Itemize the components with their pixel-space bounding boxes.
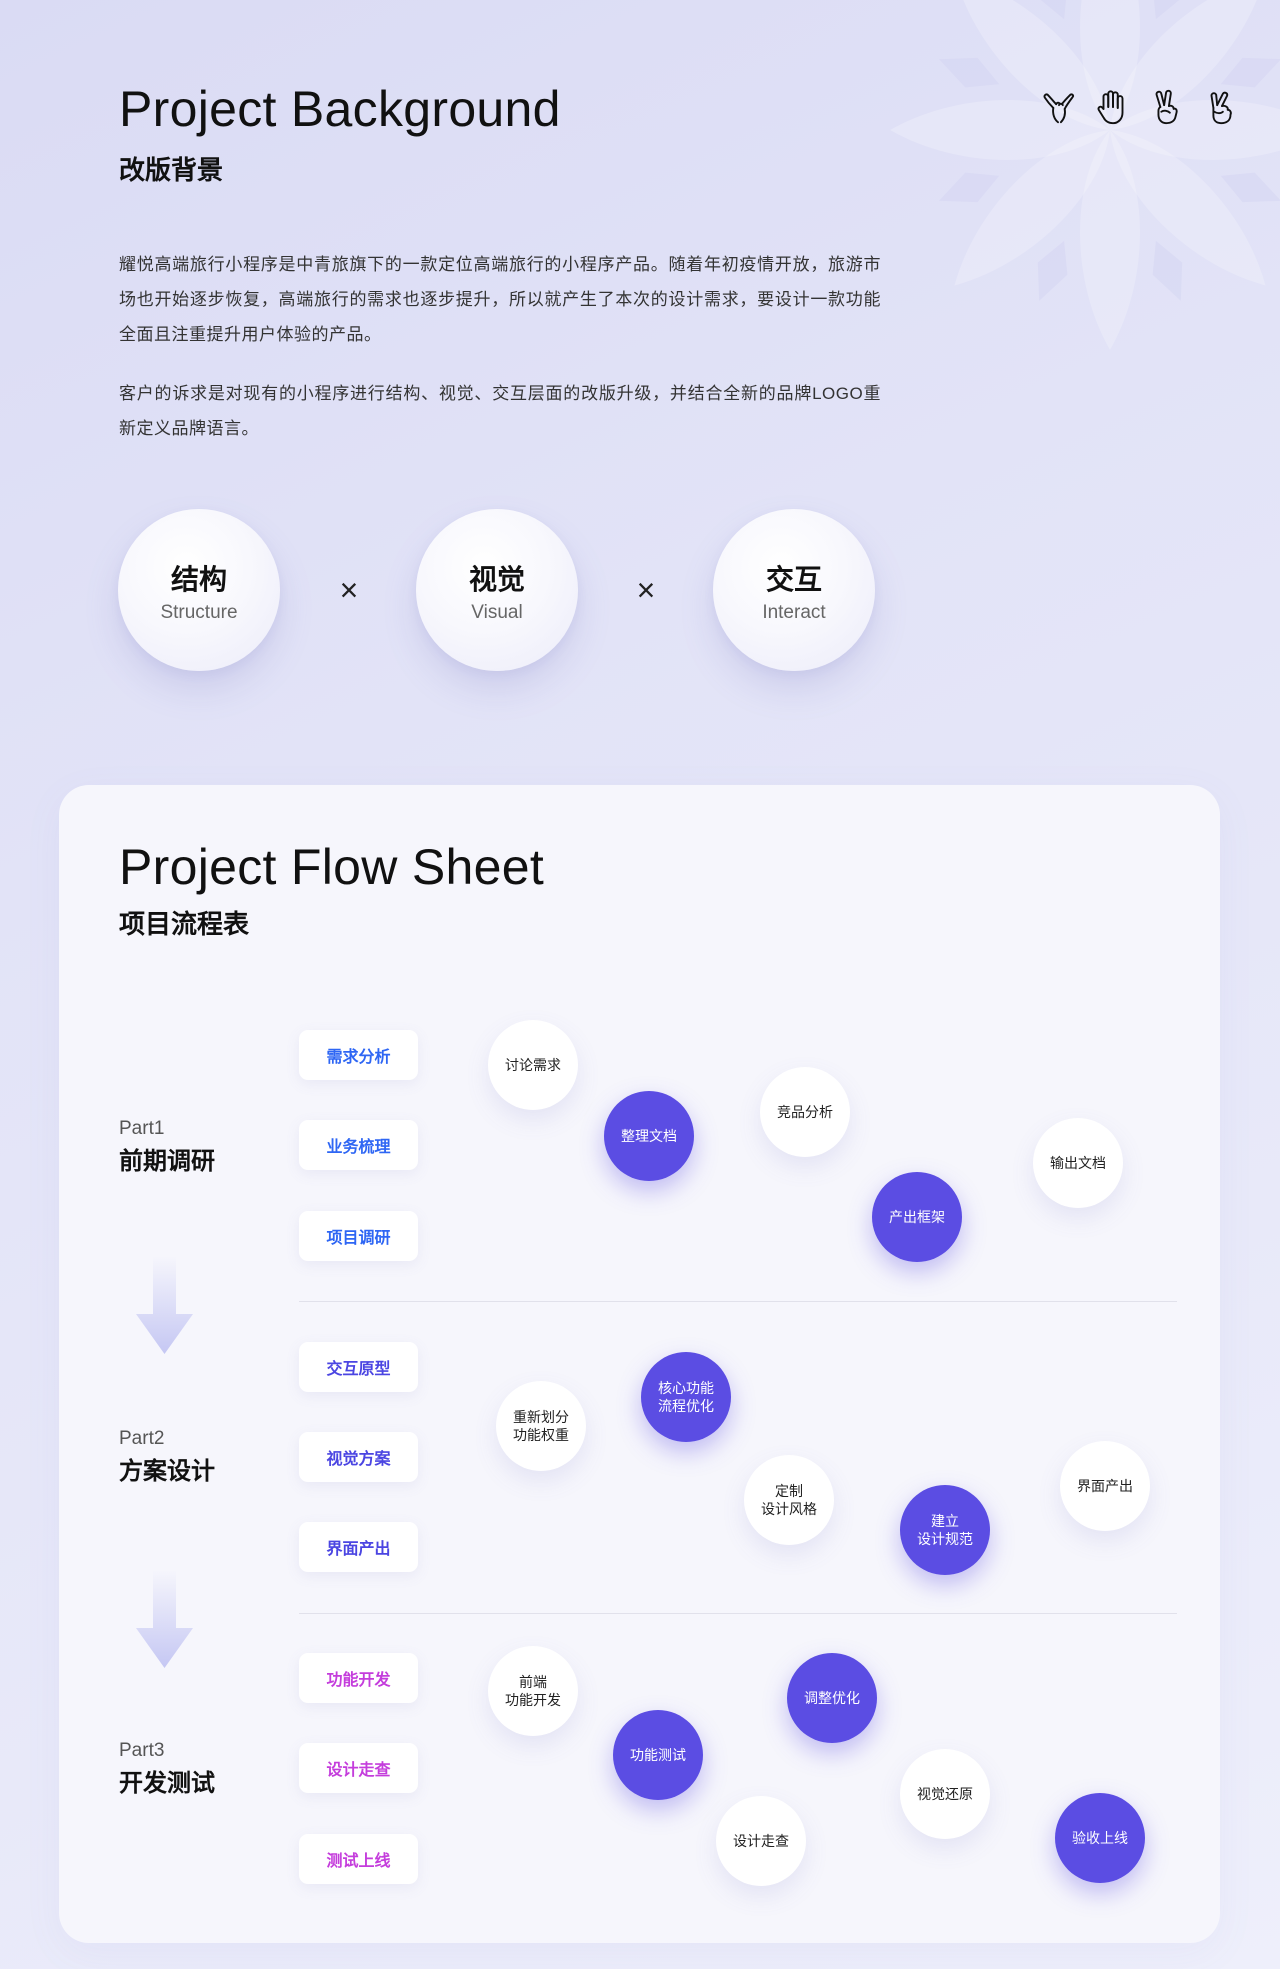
bubble-text: 定制 <box>775 1483 803 1499</box>
page-subtitle: 改版背景 <box>119 155 224 185</box>
peace-hand-icon <box>1210 91 1232 125</box>
task-bubble: 核心功能 流程优化 <box>641 1352 731 1442</box>
multiply-sign: × <box>636 572 656 608</box>
task-bubble: 整理文档 <box>604 1091 694 1181</box>
task-bubble: 讨论需求 <box>488 1020 578 1110</box>
background-flower-decoration <box>890 0 1280 350</box>
bubble-text: 建立 <box>931 1513 959 1529</box>
bubble-text: 输出文档 <box>1050 1155 1106 1171</box>
step-pill: 视觉方案 <box>299 1432 418 1482</box>
bubble-text: 前端 <box>519 1674 547 1690</box>
step-pill: 测试上线 <box>299 1834 418 1884</box>
flow-sheet-card: Project Flow Sheet 项目流程表 Part1 前期调研 需求分析… <box>59 785 1220 1943</box>
bubble-text: 设计风格 <box>761 1501 817 1517</box>
flow-subtitle: 项目流程表 <box>119 909 250 939</box>
intro-text: 耀悦高端旅行小程序是中青旅旗下的一款定位高端旅行的小程序产品。随着年初疫情开放，… <box>119 247 881 470</box>
part-name: 前期调研 <box>119 1148 215 1175</box>
step-pill: 业务梳理 <box>299 1120 418 1170</box>
intro-paragraph: 耀悦高端旅行小程序是中青旅旗下的一款定位高端旅行的小程序产品。随着年初疫情开放，… <box>119 255 881 344</box>
step-pill: 需求分析 <box>299 1030 418 1080</box>
pillar-title-en: Visual <box>471 602 523 623</box>
flow-part-1: Part1 前期调研 需求分析 业务梳理 项目调研 讨论需求 整理文档 竞品分析… <box>59 785 1220 1943</box>
part-name: 开发测试 <box>119 1770 215 1797</box>
down-arrow-icon <box>136 1256 193 1354</box>
flow-part-3: Part3 开发测试 功能开发 设计走查 测试上线 前端 功能开发 功能测试 调… <box>59 785 1220 1943</box>
down-arrow-icon <box>136 1570 193 1668</box>
pillar-visual: 视觉 Visual <box>416 509 578 671</box>
task-bubble: 输出文档 <box>1033 1118 1123 1208</box>
bubble-text: 功能测试 <box>630 1747 686 1763</box>
multiply-sign: × <box>339 572 359 608</box>
step-pill: 交互原型 <box>299 1342 418 1392</box>
pillar-title-zh: 交互 <box>765 564 822 595</box>
pillar-title-zh: 结构 <box>170 564 227 595</box>
task-bubble: 定制 设计风格 <box>744 1455 834 1545</box>
step-pill: 项目调研 <box>299 1211 418 1261</box>
bubble-text: 功能开发 <box>505 1692 561 1708</box>
task-bubble: 竞品分析 <box>760 1067 850 1157</box>
pillar-title-en: Structure <box>160 602 238 623</box>
gesture-icons <box>1040 88 1240 126</box>
pillar-title-en: Interact <box>762 602 826 623</box>
bubble-text: 产出框架 <box>889 1209 945 1225</box>
pillar-structure: 结构 Structure <box>118 509 280 671</box>
flow-title: Project Flow Sheet <box>119 839 545 895</box>
bubble-text: 设计规范 <box>917 1531 973 1547</box>
task-bubble: 视觉还原 <box>900 1749 990 1839</box>
bubble-text: 视觉还原 <box>917 1786 973 1802</box>
bubble-text: 整理文档 <box>621 1128 677 1144</box>
bubble-text: 竞品分析 <box>777 1104 833 1120</box>
task-bubble: 产出框架 <box>872 1172 962 1262</box>
shaka-hand-icon <box>1043 93 1075 124</box>
victory-hand-icon <box>1155 89 1178 125</box>
flow-part-2: Part2 方案设计 交互原型 视觉方案 界面产出 重新划分 功能权重 核心功能… <box>59 785 1220 1943</box>
task-bubble: 功能测试 <box>613 1710 703 1800</box>
step-pill: 界面产出 <box>299 1522 418 1572</box>
task-bubble: 验收上线 <box>1055 1793 1145 1883</box>
bubble-text: 功能权重 <box>513 1427 569 1443</box>
step-pill: 功能开发 <box>299 1653 418 1703</box>
task-bubble: 建立 设计规范 <box>900 1485 990 1575</box>
bubble-text: 流程优化 <box>658 1398 714 1414</box>
bubble-text: 验收上线 <box>1072 1830 1128 1846</box>
page-title: Project Background <box>119 81 561 137</box>
part-divider <box>299 1301 1177 1302</box>
part-name: 方案设计 <box>119 1458 215 1485</box>
part-label: Part1 <box>119 1118 165 1139</box>
pillar-interact: 交互 Interact <box>713 509 875 671</box>
task-bubble: 设计走查 <box>716 1796 806 1886</box>
bubble-text: 重新划分 <box>513 1409 569 1425</box>
task-bubble: 调整优化 <box>787 1653 877 1743</box>
bubble-text: 核心功能 <box>658 1380 714 1396</box>
task-bubble: 界面产出 <box>1060 1441 1150 1531</box>
bubble-text: 讨论需求 <box>505 1057 561 1073</box>
bubble-text: 设计走查 <box>733 1833 789 1849</box>
step-pill: 设计走查 <box>299 1743 418 1793</box>
task-bubble: 重新划分 功能权重 <box>496 1381 586 1471</box>
part-label: Part3 <box>119 1740 165 1761</box>
intro-paragraph: 客户的诉求是对现有的小程序进行结构、视觉、交互层面的改版升级，并结合全新的品牌L… <box>119 384 881 438</box>
task-bubble: 前端 功能开发 <box>488 1646 578 1736</box>
bubble-text: 界面产出 <box>1077 1478 1133 1494</box>
raised-hand-icon <box>1097 90 1124 125</box>
bubble-text: 调整优化 <box>804 1690 860 1706</box>
part-divider <box>299 1613 1177 1614</box>
pillar-title-zh: 视觉 <box>468 564 525 595</box>
part-label: Part2 <box>119 1428 165 1449</box>
